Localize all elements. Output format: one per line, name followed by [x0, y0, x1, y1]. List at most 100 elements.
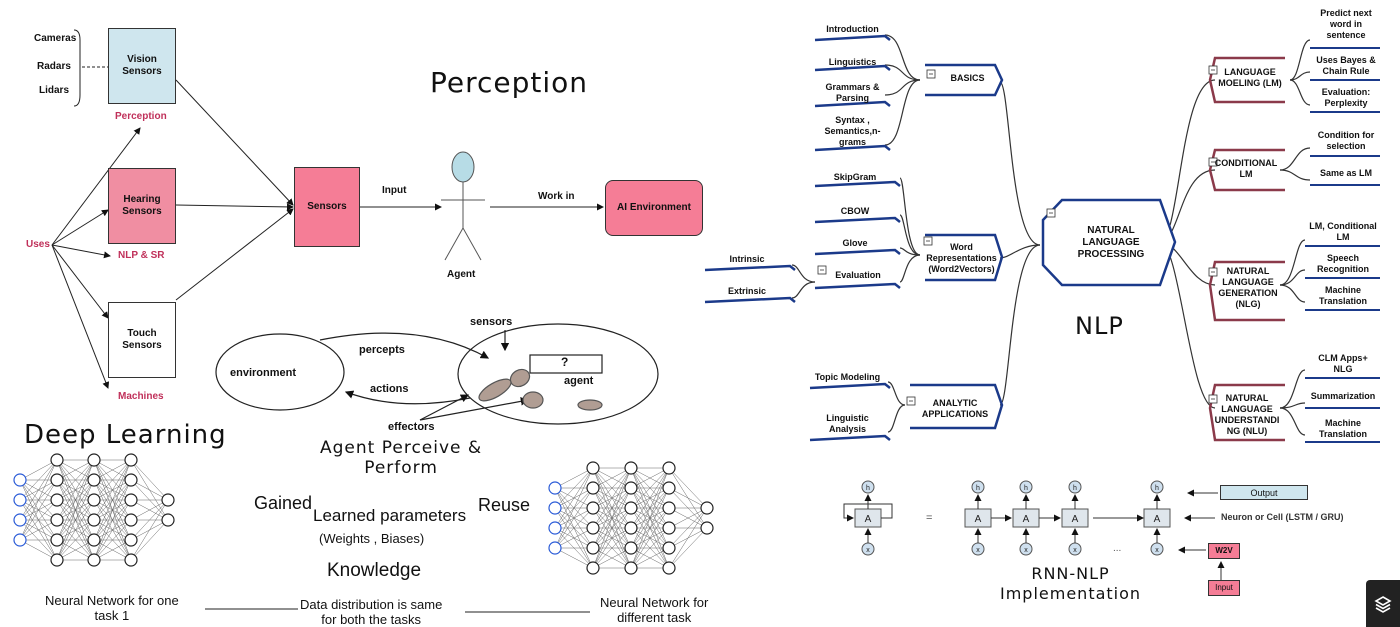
nn-neuron: [50, 493, 64, 507]
perception-label: Perception: [115, 111, 167, 122]
basics-item[interactable]: Linguistics: [828, 57, 877, 67]
nn-connection: [630, 467, 670, 489]
word-item[interactable]: CBOW: [840, 206, 870, 216]
nn-neuron: [624, 501, 638, 515]
nn-connection: [592, 467, 632, 549]
hearing-sensors-box: Hearing Sensors: [108, 168, 176, 244]
nn-connection: [130, 499, 169, 521]
rnn-dots: ...: [1113, 543, 1122, 554]
nlg-item[interactable]: LM, Conditional LM: [1309, 221, 1377, 242]
basics-node[interactable]: BASICS: [950, 73, 985, 83]
nn-neuron: [662, 501, 676, 515]
nn-neuron: [87, 513, 101, 527]
input-lidars: Lidars: [39, 85, 70, 96]
effectors-text: effectors: [388, 421, 435, 433]
basics-item[interactable]: Syntax , Semantics,n- grams: [824, 115, 881, 147]
nn-connection: [19, 499, 58, 541]
rnn-input-label: x: [866, 547, 870, 554]
analytic-item[interactable]: Linguistic Analysis: [826, 413, 869, 434]
word-representations-node[interactable]: Word Representations (Word2Vectors): [926, 242, 997, 274]
reuse-label: Reuse: [478, 495, 531, 515]
lm-item[interactable]: Evaluation: Perplexity: [1321, 87, 1371, 108]
nn-different-task-label: Neural Network for different task: [600, 595, 709, 625]
ai-environment-box: AI Environment: [605, 180, 703, 236]
nlu-item[interactable]: CLM Apps+ NLG: [1318, 353, 1368, 374]
basics-item[interactable]: Introduction: [826, 24, 879, 34]
agent-effector-figure: [478, 368, 603, 411]
nn-connection: [630, 467, 670, 509]
nlu-item[interactable]: Machine Translation: [1318, 418, 1367, 439]
nn-neuron: [586, 481, 600, 495]
neural-network-task1: [13, 453, 175, 567]
nn-connection: [19, 459, 58, 481]
nn-connection: [630, 507, 670, 569]
nn-neuron: [87, 473, 101, 487]
nn-neuron: [50, 533, 64, 547]
nlg-item[interactable]: Speech Recognition: [1317, 253, 1369, 274]
word-item[interactable]: SkipGram: [833, 172, 877, 182]
nn-connection: [554, 467, 594, 489]
nn-connection: [93, 459, 132, 561]
clm-item[interactable]: Same as LM: [1319, 168, 1373, 178]
nn-connection: [668, 507, 708, 549]
nn-neuron: [87, 493, 101, 507]
nn-connection: [93, 459, 132, 481]
stick-figure-agent-icon: [441, 151, 485, 261]
rnn-cell-label: A: [865, 514, 872, 525]
eval-item[interactable]: Extrinsic: [727, 286, 767, 296]
word-item[interactable]: Evaluation: [835, 270, 881, 280]
nn-connection: [592, 527, 632, 569]
neural-network-different-task: [548, 461, 714, 575]
rnn-hidden-node: [861, 480, 875, 494]
nn-connection: [630, 467, 670, 529]
nn-neuron: [50, 473, 64, 487]
basics-item[interactable]: Grammars & Parsing: [825, 82, 880, 103]
layers-icon: [1374, 595, 1392, 613]
word-item[interactable]: Glove: [842, 238, 868, 248]
clm-item[interactable]: Condition for selection: [1317, 130, 1375, 151]
conditional-lm-node[interactable]: CONDITIONAL LM: [1214, 158, 1278, 179]
analytic-item[interactable]: Topic Modeling: [814, 372, 881, 382]
lm-item[interactable]: Predict next word in sentence: [1320, 8, 1372, 40]
nn-neuron: [624, 461, 638, 475]
nn-connection: [668, 487, 708, 509]
data-distribution-label: Data distribution is same for both the t…: [300, 597, 443, 627]
nn-connection: [592, 467, 632, 489]
nn-connection: [130, 499, 169, 561]
deep-learning-lines: [205, 608, 590, 613]
language-modeling-node[interactable]: LANGUAGE MOELING (LM): [1218, 67, 1282, 88]
nn-neuron: [624, 541, 638, 555]
nlg-item[interactable]: Machine Translation: [1318, 285, 1367, 306]
analytic-applications-node[interactable]: ANALYTIC APPLICATIONS: [921, 398, 989, 419]
nn-connection: [130, 479, 169, 501]
nn-connection: [56, 459, 95, 481]
rnn-hidden-node: [1019, 480, 1033, 494]
nn-connection: [56, 479, 95, 561]
nn-neuron: [13, 473, 27, 487]
nlu-node[interactable]: NATURAL LANGUAGE UNDERSTANDI NG (NLU): [1214, 393, 1280, 436]
nn-connection: [630, 547, 670, 569]
nlp-center-node[interactable]: NATURAL LANGUAGE PROCESSING: [1077, 225, 1145, 260]
nlg-node[interactable]: NATURAL LANGUAGE GENERATION (NLG): [1218, 266, 1278, 309]
rnn-input-box: Input: [1208, 580, 1240, 596]
nn-connection: [93, 539, 132, 561]
lm-item[interactable]: Uses Bayes & Chain Rule: [1316, 55, 1376, 76]
nn-neuron: [124, 453, 138, 467]
nn-connection: [592, 547, 632, 569]
rnn-equals: =: [926, 512, 933, 524]
nn-connection: [592, 467, 632, 509]
layers-button[interactable]: [1366, 580, 1400, 627]
nn-connection: [630, 527, 670, 569]
eval-item[interactable]: Intrinsic: [729, 254, 765, 264]
rnn-hidden-node: [1150, 480, 1164, 494]
nn-neuron: [586, 541, 600, 555]
nlu-item[interactable]: Summarization: [1310, 391, 1376, 401]
nn-connection: [56, 519, 95, 561]
nn-neuron: [548, 481, 562, 495]
nn-connection: [130, 499, 169, 541]
learned-parameters-label: Learned parameters: [313, 506, 467, 525]
nn-neuron: [586, 521, 600, 535]
nn-neuron: [548, 541, 562, 555]
nn-connection: [630, 467, 670, 549]
